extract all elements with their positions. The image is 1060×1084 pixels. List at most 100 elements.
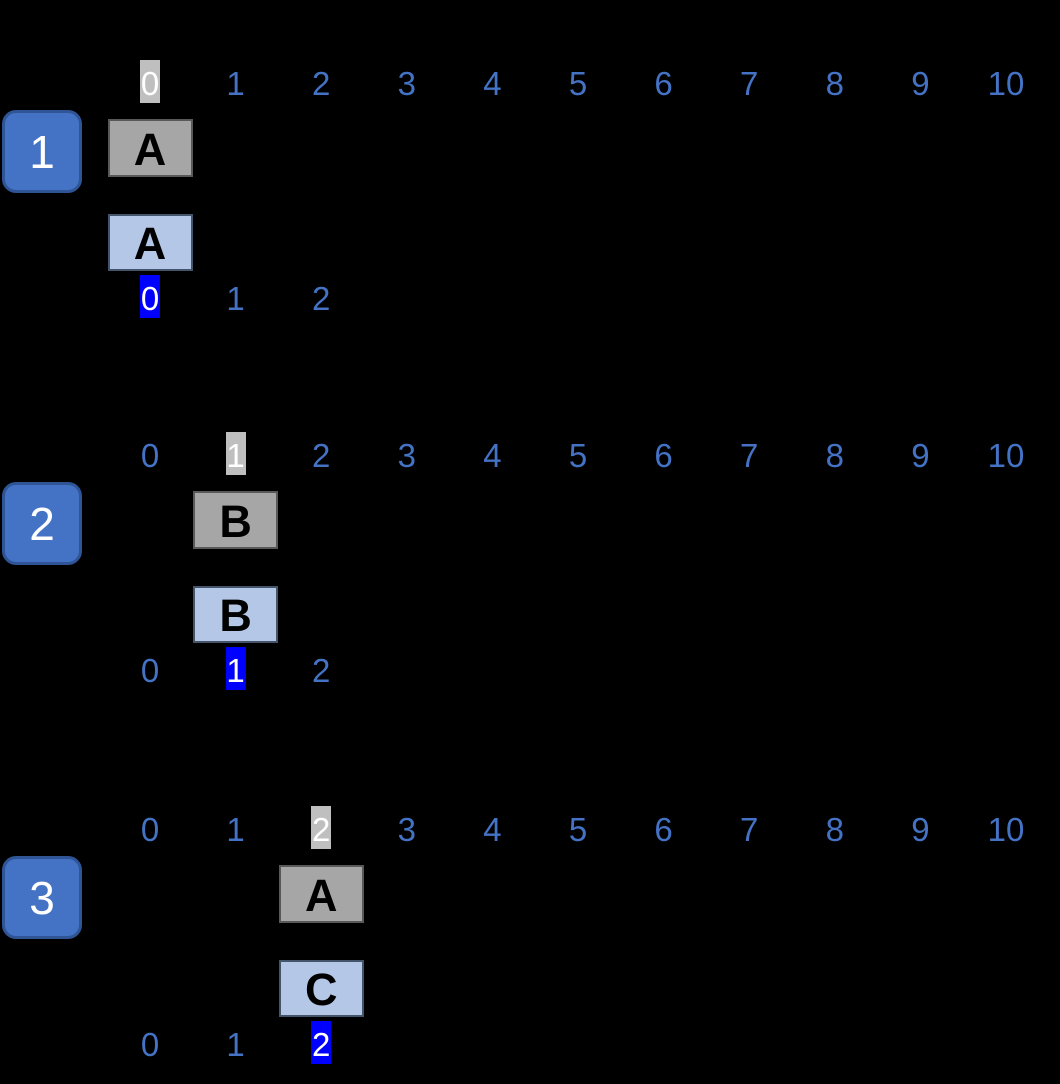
index-number: 6 — [653, 806, 673, 849]
index-number: 8 — [825, 60, 845, 103]
index-number: 0 — [140, 1021, 160, 1064]
index-number-label: 6 — [654, 65, 673, 102]
index-number-label: 1 — [226, 652, 245, 689]
index-number: 8 — [825, 806, 845, 849]
index-number: 5 — [568, 60, 588, 103]
index-number-label: 1 — [226, 811, 245, 848]
index-number: 4 — [482, 806, 502, 849]
index-number: 1 — [225, 60, 245, 103]
highlighted-index-number: 1 — [225, 647, 246, 690]
blue-tile-letter: C — [304, 964, 338, 1015]
index-number: 3 — [397, 432, 417, 475]
step-badge: 2 — [2, 482, 82, 565]
index-number: 10 — [987, 60, 1026, 103]
index-number-label: 10 — [987, 437, 1025, 474]
index-number: 7 — [739, 432, 759, 475]
index-number-label: 3 — [397, 811, 416, 848]
index-number-label: 6 — [654, 437, 673, 474]
index-number-label: 5 — [568, 811, 588, 848]
index-number-label: 6 — [654, 811, 673, 848]
index-number-label: 7 — [740, 437, 759, 474]
index-number: 6 — [653, 60, 673, 103]
highlighted-index-number: 1 — [225, 432, 246, 475]
step-panel: 1 0 1 2 3 4 5 6 7 8 9 10 A A 0 1 2 — [0, 0, 1060, 373]
index-number-label: 10 — [987, 65, 1025, 102]
step-badge: 3 — [2, 856, 82, 939]
index-number-label: 2 — [312, 65, 331, 102]
index-number-label: 9 — [911, 65, 930, 102]
step-badge-label: 2 — [29, 497, 55, 550]
index-number-label: 0 — [140, 280, 160, 317]
index-number-label: 2 — [312, 437, 331, 474]
index-number: 10 — [987, 432, 1026, 475]
index-number: 5 — [568, 432, 588, 475]
index-number-label: 9 — [911, 437, 930, 474]
step-badge-label: 1 — [29, 125, 55, 178]
blue-letter-tile: C — [278, 960, 364, 1017]
index-number-label: 0 — [140, 811, 160, 848]
index-number: 7 — [739, 60, 759, 103]
blue-tile-letter: B — [219, 590, 252, 641]
index-number-label: 3 — [397, 65, 416, 102]
index-number: 2 — [311, 275, 331, 318]
index-number-label: 1 — [226, 65, 245, 102]
blue-tile-letter: A — [133, 218, 167, 269]
index-number-label: 4 — [483, 811, 502, 848]
index-number: 9 — [910, 806, 930, 849]
index-number-label: 7 — [740, 65, 759, 102]
index-number-label: 5 — [568, 437, 588, 474]
highlighted-index-number: 0 — [140, 275, 160, 318]
gray-tile-letter: A — [133, 123, 167, 175]
highlighted-index-number: 2 — [311, 1021, 332, 1064]
index-number: 8 — [825, 432, 845, 475]
index-number-label: 8 — [825, 811, 844, 848]
gray-tile-letter: A — [304, 869, 338, 921]
index-number-label: 3 — [397, 437, 416, 474]
index-number-label: 1 — [226, 1026, 245, 1063]
index-number: 9 — [910, 60, 930, 103]
index-number-label: 7 — [740, 811, 759, 848]
step-badge: 1 — [2, 110, 82, 193]
index-number-label: 2 — [312, 652, 331, 689]
index-number: 3 — [397, 806, 417, 849]
index-number-label: 8 — [825, 65, 844, 102]
index-number-label: 2 — [312, 280, 331, 317]
index-number-label: 8 — [825, 437, 844, 474]
index-number: 6 — [653, 432, 673, 475]
index-number: 4 — [482, 432, 502, 475]
gray-letter-tile: A — [107, 119, 193, 177]
index-number-label: 2 — [312, 1026, 331, 1063]
index-number-label: 0 — [140, 437, 160, 474]
index-number: 2 — [311, 432, 331, 475]
index-number: 2 — [311, 60, 331, 103]
index-number: 4 — [482, 60, 502, 103]
gray-tile-letter: B — [219, 495, 252, 547]
blue-letter-tile: B — [193, 586, 279, 643]
highlighted-index-number: 0 — [140, 60, 160, 103]
index-number: 1 — [225, 806, 245, 849]
blue-letter-tile: A — [107, 214, 193, 271]
index-number: 0 — [140, 432, 160, 475]
step-panel: 3 0 1 2 3 4 5 6 7 8 9 10 A C 0 1 2 — [0, 746, 1060, 1084]
step-badge-label: 3 — [29, 871, 55, 924]
index-number: 10 — [987, 806, 1026, 849]
index-number: 7 — [739, 806, 759, 849]
index-number-label: 1 — [226, 437, 245, 474]
index-number-label: 4 — [483, 65, 502, 102]
index-number: 1 — [225, 1021, 245, 1064]
index-number-label: 0 — [140, 1026, 160, 1063]
index-number-label: 1 — [226, 280, 245, 317]
index-number: 0 — [140, 647, 160, 690]
index-number-label: 5 — [568, 65, 588, 102]
gray-letter-tile: A — [278, 865, 364, 923]
index-number: 1 — [225, 275, 245, 318]
index-number: 0 — [140, 806, 160, 849]
index-number: 3 — [397, 60, 417, 103]
index-number-label: 10 — [987, 811, 1025, 848]
index-number-label: 0 — [140, 652, 160, 689]
index-number-label: 0 — [140, 65, 160, 102]
highlighted-index-number: 2 — [311, 806, 332, 849]
gray-letter-tile: B — [193, 491, 279, 549]
index-number: 5 — [568, 806, 588, 849]
